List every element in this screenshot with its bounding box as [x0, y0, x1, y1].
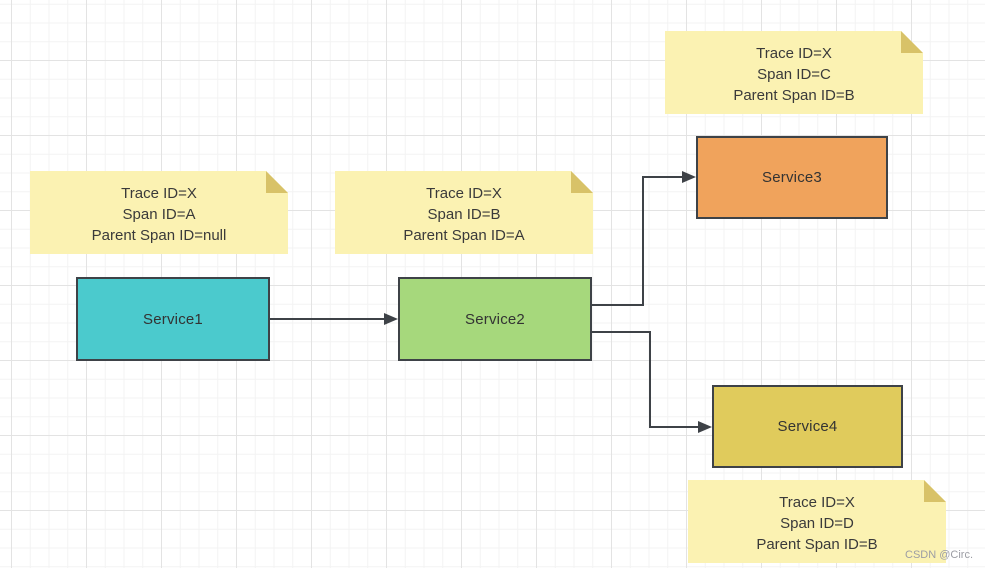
note-line: Trace ID=X	[426, 185, 502, 202]
note-span-a[interactable]: Trace ID=X Span ID=A Parent Span ID=null	[30, 171, 288, 254]
note-text: Trace ID=X Span ID=D Parent Span ID=B	[688, 480, 946, 555]
connector-service2-service4[interactable]	[592, 331, 712, 433]
connector-service1-service2[interactable]	[270, 313, 398, 325]
sticky-note-icon	[688, 480, 946, 563]
note-line: Trace ID=X	[779, 494, 855, 511]
note-line: Span ID=C	[757, 66, 831, 83]
note-line: Span ID=A	[122, 206, 196, 223]
service4-label: Service4	[777, 418, 838, 435]
arrowhead-icon	[682, 171, 696, 183]
note-line: Parent Span ID=B	[756, 536, 878, 553]
note-line: Parent Span ID=null	[91, 227, 227, 244]
service3-rect	[696, 136, 888, 219]
note-line: Trace ID=X	[121, 185, 197, 202]
note-span-c[interactable]: Trace ID=X Span ID=C Parent Span ID=B	[665, 31, 923, 114]
note-text: Trace ID=X Span ID=A Parent Span ID=null	[30, 171, 288, 246]
csdn-watermark: CSDN @Circ.	[905, 549, 973, 561]
note-text: Trace ID=X Span ID=C Parent Span ID=B	[665, 31, 923, 106]
service4-rect	[712, 385, 903, 468]
service2-rect	[398, 277, 592, 361]
note-line: Parent Span ID=B	[733, 87, 855, 104]
note-fold-icon	[924, 480, 946, 502]
sticky-note-icon	[665, 31, 923, 114]
sticky-note-icon	[335, 171, 593, 254]
note-fold-icon	[571, 171, 593, 193]
arrowhead-icon	[384, 313, 398, 325]
note-text: Trace ID=X Span ID=B Parent Span ID=A	[335, 171, 593, 246]
arrowhead-icon	[698, 421, 712, 433]
note-span-d[interactable]: Trace ID=X Span ID=D Parent Span ID=B	[688, 480, 946, 563]
service1-label: Service1	[143, 310, 203, 328]
note-line: Span ID=D	[780, 515, 854, 532]
note-fold-icon	[901, 31, 923, 53]
note-span-b[interactable]: Trace ID=X Span ID=B Parent Span ID=A	[335, 171, 593, 254]
service1-node[interactable]: Service1	[76, 277, 270, 361]
service3-label: Service3	[762, 169, 822, 186]
note-line: Parent Span ID=A	[403, 227, 525, 244]
service3-node[interactable]: Service3	[696, 136, 888, 219]
sticky-note-icon	[30, 171, 288, 254]
service2-node[interactable]: Service2	[398, 277, 592, 361]
service1-rect	[76, 277, 270, 361]
service2-label: Service2	[465, 310, 525, 328]
service4-node[interactable]: Service4	[712, 385, 903, 468]
note-fold-icon	[266, 171, 288, 193]
connector-service2-service3[interactable]	[592, 171, 696, 306]
note-line: Span ID=B	[427, 206, 501, 223]
note-line: Trace ID=X	[756, 45, 832, 62]
